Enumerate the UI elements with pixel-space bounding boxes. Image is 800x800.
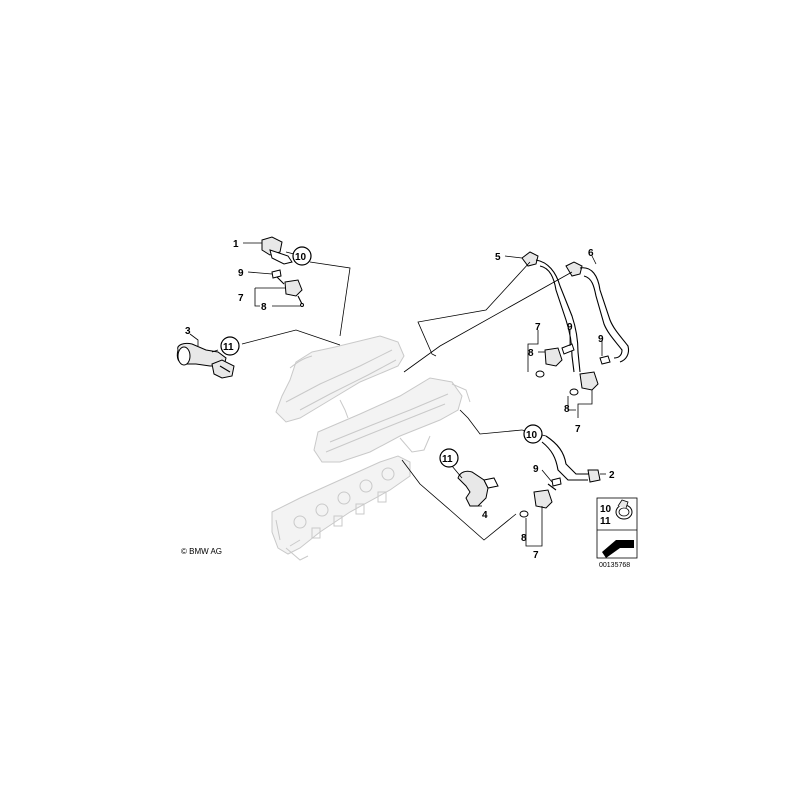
label-6: 6 <box>588 248 594 259</box>
part-7-sensor-c <box>569 355 611 396</box>
legend-number-11: 11 <box>600 516 611 527</box>
label-9-d: 9 <box>533 464 539 475</box>
intake-manifold-lower <box>313 377 471 463</box>
label-9-a: 9 <box>238 268 244 279</box>
label-9-b: 9 <box>567 322 573 333</box>
intake-manifold-upper <box>275 335 405 423</box>
label-7-d: 7 <box>533 550 539 561</box>
callouts: 1 10 9 7 8 3 11 5 6 7 9 8 9 8 7 10 11 4 … <box>185 239 615 561</box>
label-10-b: 10 <box>526 430 538 441</box>
label-11-circle-b <box>439 448 459 468</box>
label-7-b: 7 <box>535 322 541 333</box>
figure-id: 00135768 <box>599 562 630 569</box>
label-8-d: 8 <box>521 533 527 544</box>
part-7-sensor-b <box>535 343 575 378</box>
part-2-hose <box>541 435 601 483</box>
leader-lines <box>189 242 606 547</box>
label-11-a: 11 <box>223 342 234 353</box>
part-9-bolt-a <box>271 269 285 285</box>
label-8-a: 8 <box>261 302 267 313</box>
label-9-c: 9 <box>598 334 604 345</box>
part-9-bolt-d <box>547 477 562 491</box>
label-7-c: 7 <box>575 424 581 435</box>
label-2: 2 <box>609 470 615 481</box>
label-11-b: 11 <box>442 454 453 465</box>
legend-box: 10 11 <box>596 497 638 559</box>
part-3-air-duct <box>176 342 235 379</box>
label-1: 1 <box>233 239 239 250</box>
label-10-a: 10 <box>295 252 307 263</box>
part-7-sensor-a <box>284 279 304 307</box>
part-6-hose <box>565 261 630 363</box>
copyright: © BMW AG <box>181 547 222 556</box>
label-11-circle-a <box>220 336 240 356</box>
part-7-sensor-d <box>519 489 553 518</box>
hose-clamp-icon <box>615 499 633 520</box>
label-10-circle-a <box>292 246 312 266</box>
legend-number-10: 10 <box>600 504 612 515</box>
label-5: 5 <box>495 252 501 263</box>
arrow-icon <box>602 538 634 558</box>
label-3: 3 <box>185 326 191 337</box>
part-1-vent-valve <box>261 236 293 265</box>
label-10-circle-b <box>523 424 543 444</box>
cylinder-head-cover <box>271 455 411 561</box>
label-4: 4 <box>482 510 488 521</box>
label-8-b: 8 <box>528 348 534 359</box>
part-4-hose <box>457 470 499 507</box>
label-8-c: 8 <box>564 404 570 415</box>
label-7-a: 7 <box>238 293 244 304</box>
